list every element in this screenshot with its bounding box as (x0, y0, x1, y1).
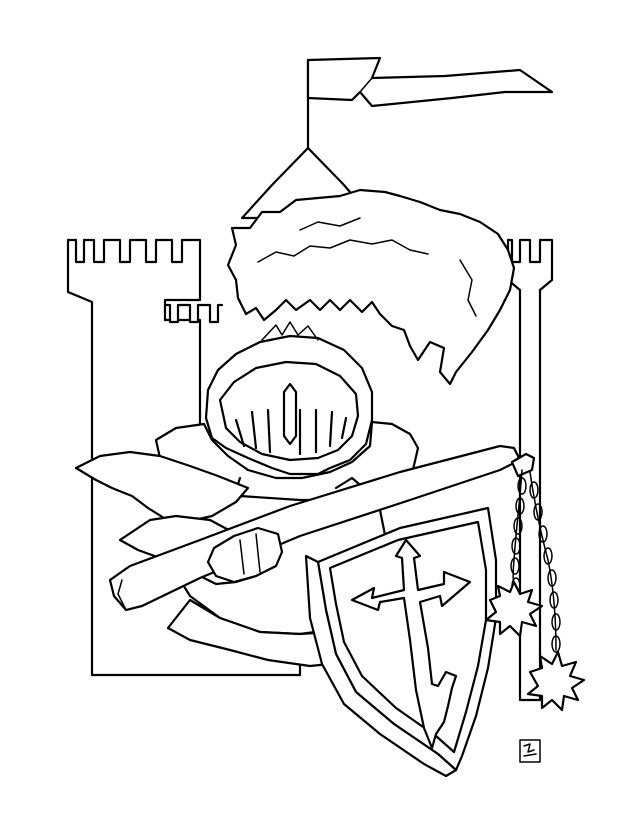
signature-mark-icon (519, 739, 541, 763)
knight-gauntlet (206, 526, 284, 584)
spiked-ball-lower (526, 650, 586, 712)
plume-icon (226, 188, 516, 386)
flag-icon (306, 56, 554, 108)
chain-links-left (510, 477, 527, 595)
knight-helmet-icon (204, 321, 374, 476)
cross-icon (350, 538, 472, 750)
chain-links-right (529, 481, 561, 653)
spiked-ball-upper (484, 580, 544, 638)
flail-icon (484, 452, 586, 712)
